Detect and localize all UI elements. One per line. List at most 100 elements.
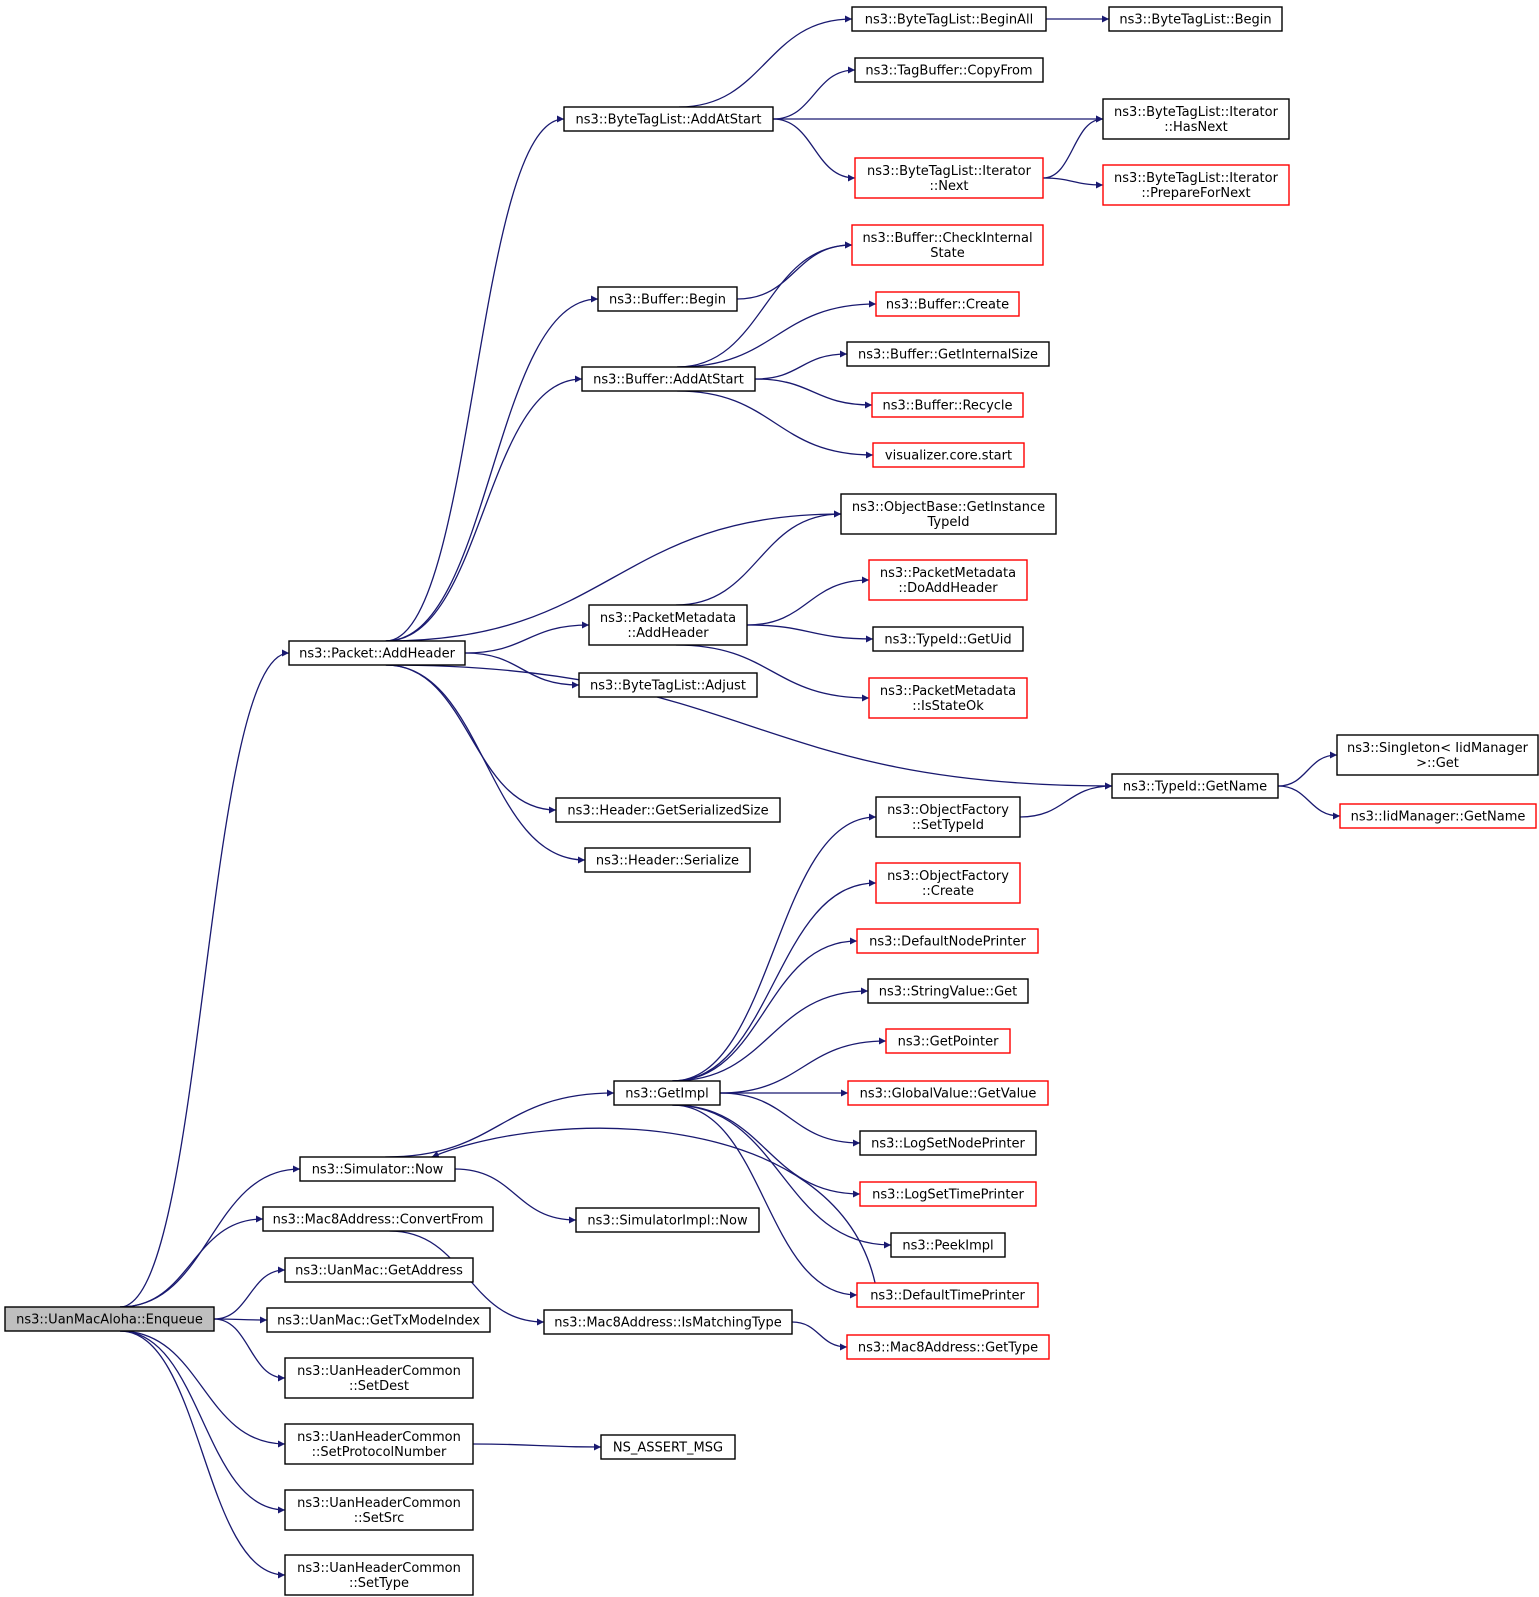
node-of-settypeid[interactable]: ns3::ObjectFactory::SetTypeId [875,796,1021,838]
edge-path [119,1215,264,1308]
node-box [856,928,1039,954]
node-ns-assert[interactable]: NS_ASSERT_MSG [600,1434,736,1460]
node-settype[interactable]: ns3::UanHeaderCommon::SetType [284,1554,474,1596]
node-label: ns3::Buffer::CheckInternal [862,231,1032,246]
node-addheader[interactable]: ns3::Packet::AddHeader [288,640,466,666]
node-box [847,1080,1049,1106]
node-strval-get[interactable]: ns3::StringValue::Get [867,978,1029,1004]
node-label: ns3::Mac8Address::IsMatchingType [554,1316,781,1331]
edge-path [675,510,842,606]
edge-addheader-to-btl-addatstart [385,115,565,642]
node-label: ::SetType [349,1576,409,1591]
edge-path [119,1330,286,1579]
node-box [600,1434,736,1460]
edge-tid-getname-to-iid-getname [1277,785,1341,820]
node-label: ns3::Packet::AddHeader [299,647,455,662]
node-box [613,1080,721,1106]
nodes: ns3::UanMacAloha::Enqueue ns3::Packet::Ad… [4,6,1539,1596]
node-logsetnode[interactable]: ns3::LogSetNodePrinter [859,1130,1037,1156]
node-label: NS_ASSERT_MSG [613,1441,723,1456]
node-pm-addheader[interactable]: ns3::PacketMetadata::AddHeader [588,604,748,646]
node-btl-adjust[interactable]: ns3::ByteTagList::Adjust [578,672,758,698]
node-buf-recycle[interactable]: ns3::Buffer::Recycle [871,392,1024,418]
node-simimpl-now[interactable]: ns3::SimulatorImpl::Now [575,1207,760,1233]
node-it-hasnext[interactable]: ns3::ByteTagList::Iterator::HasNext [1102,98,1290,140]
node-pm-doadd[interactable]: ns3::PacketMetadata::DoAddHeader [868,559,1028,601]
node-iid-getname[interactable]: ns3::IidManager::GetName [1339,803,1537,829]
node-btl-begin[interactable]: ns3::ByteTagList::Begin [1108,6,1283,32]
edge-enqueue-to-settype [119,1330,286,1579]
node-box [284,1489,474,1531]
node-setproto[interactable]: ns3::UanHeaderCommon::SetProtocolNumber [284,1423,474,1465]
node-hdr-ser[interactable]: ns3::Header::Serialize [584,847,751,873]
node-label: ns3::ObjectBase::GetInstance [852,500,1045,515]
node-label: ns3::UanHeaderCommon [297,1430,461,1445]
node-enqueue[interactable]: ns3::UanMacAloha::Enqueue [4,1306,215,1332]
node-box [846,341,1050,367]
node-box [1102,98,1290,140]
node-setsrc[interactable]: ns3::UanHeaderCommon::SetSrc [284,1489,474,1531]
node-viz-start[interactable]: visualizer.core.start [872,442,1025,468]
node-peekimpl[interactable]: ns3::PeekImpl [890,1232,1006,1258]
edges [119,15,1341,1579]
edge-enqueue-to-getaddress [213,1266,286,1320]
edge-enqueue-to-addheader [119,649,290,1308]
node-label: ::SetProtocolNumber [312,1445,447,1460]
node-setdest[interactable]: ns3::UanHeaderCommon::SetDest [284,1357,474,1399]
node-label: ns3::UanHeaderCommon [297,1364,461,1379]
node-singleton-get[interactable]: ns3::Singleton< IidManager>::Get [1336,734,1539,776]
node-getpointer[interactable]: ns3::GetPointer [885,1028,1011,1054]
node-mac8-gettype[interactable]: ns3::Mac8Address::GetType [846,1334,1050,1360]
node-convertfrom[interactable]: ns3::Mac8Address::ConvertFrom [262,1206,494,1232]
edge-path [736,241,853,300]
node-label: ns3::UanHeaderCommon [297,1496,461,1511]
edge-path [431,1127,876,1284]
node-label: ns3::UanMacAloha::Enqueue [16,1313,203,1328]
node-getaddress[interactable]: ns3::UanMac::GetAddress [284,1257,474,1283]
edge-path [672,1104,861,1198]
node-getimpl[interactable]: ns3::GetImpl [613,1080,721,1106]
node-gv-getvalue[interactable]: ns3::GlobalValue::GetValue [847,1080,1049,1106]
edge-path [472,1443,602,1451]
node-tb-copyfrom[interactable]: ns3::TagBuffer::CopyFrom [854,57,1044,83]
node-tid-getname[interactable]: ns3::TypeId::GetName [1111,773,1279,799]
node-buf-addatstart[interactable]: ns3::Buffer::AddAtStart [581,366,756,392]
edge-path [385,375,583,642]
node-label: ns3::PeekImpl [902,1239,993,1254]
edge-getimpl-to-logsettime [672,1104,861,1198]
node-box [840,493,1057,535]
node-box [885,1028,1011,1054]
node-hdr-size[interactable]: ns3::Header::GetSerializedSize [555,797,781,823]
edge-path [772,118,856,182]
node-box [543,1309,793,1335]
node-label: ns3::Header::Serialize [596,854,739,869]
node-box [856,1282,1039,1308]
node-buf-begin[interactable]: ns3::Buffer::Begin [597,286,738,312]
edge-deftimeprinter-to-simnow [431,1127,876,1284]
edge-addheader-to-pm-addheader [464,621,590,654]
edge-ismatching-to-mac8-gettype [791,1321,848,1351]
node-defnodeprinter[interactable]: ns3::DefaultNodePrinter [856,928,1039,954]
node-label: ns3::Buffer::Create [886,298,1009,313]
node-btl-beginall[interactable]: ns3::ByteTagList::BeginAll [851,6,1047,32]
node-it-prep[interactable]: ns3::ByteTagList::Iterator::PrepareForNe… [1102,164,1290,206]
node-gettxmode[interactable]: ns3::UanMac::GetTxModeIndex [266,1307,491,1333]
node-pm-isok[interactable]: ns3::PacketMetadata::IsStateOk [868,677,1028,719]
node-box [575,1207,760,1233]
node-label: ns3::ByteTagList::Iterator [867,164,1032,179]
node-it-next[interactable]: ns3::ByteTagList::Iterator::Next [854,157,1044,199]
node-deftimeprinter[interactable]: ns3::DefaultTimePrinter [856,1282,1039,1308]
node-simnow[interactable]: ns3::Simulator::Now [299,1156,456,1182]
edge-getimpl-to-deftimeprinter [672,1104,858,1299]
node-of-create[interactable]: ns3::ObjectFactory::Create [875,862,1021,904]
node-tid-getuid[interactable]: ns3::TypeId::GetUid [872,626,1024,652]
node-box [890,1232,1006,1258]
edge-path [754,350,848,380]
node-buf-create[interactable]: ns3::Buffer::Create [875,291,1020,317]
node-buf-getint[interactable]: ns3::Buffer::GetInternalSize [846,341,1050,367]
node-logsettime[interactable]: ns3::LogSetTimePrinter [859,1181,1037,1207]
node-btl-addatstart[interactable]: ns3::ByteTagList::AddAtStart [563,106,774,132]
node-ismatching[interactable]: ns3::Mac8Address::IsMatchingType [543,1309,793,1335]
